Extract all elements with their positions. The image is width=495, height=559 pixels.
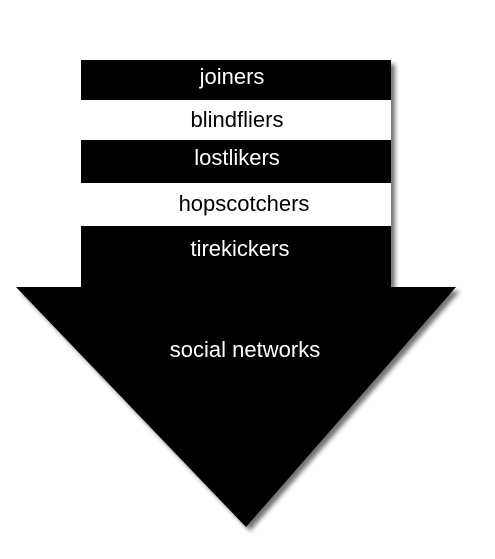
band-lostlikers-background xyxy=(81,140,391,183)
band-joiners-background xyxy=(81,60,391,100)
band-tirekickers-background xyxy=(81,226,391,271)
band-blindfliers-label: blindfliers xyxy=(191,107,284,132)
band-lostlikers: lostlikers xyxy=(81,140,391,183)
band-tirekickers: tirekickers xyxy=(81,226,391,271)
band-lostlikers-label: lostlikers xyxy=(194,145,280,170)
band-joiners-label: joiners xyxy=(199,64,265,89)
band-hopscotchers-background xyxy=(81,183,391,226)
bands-group: joiners blindfliers lostlikers hopscotch… xyxy=(81,60,391,271)
band-tirekickers-label: tirekickers xyxy=(190,236,289,261)
band-joiners: joiners xyxy=(81,60,391,100)
band-hopscotchers: hopscotchers xyxy=(81,183,391,226)
band-hopscotchers-label: hopscotchers xyxy=(179,191,310,216)
arrow-head-label: social networks xyxy=(170,337,320,362)
band-blindfliers-background xyxy=(81,100,391,140)
band-blindfliers: blindfliers xyxy=(81,100,391,140)
